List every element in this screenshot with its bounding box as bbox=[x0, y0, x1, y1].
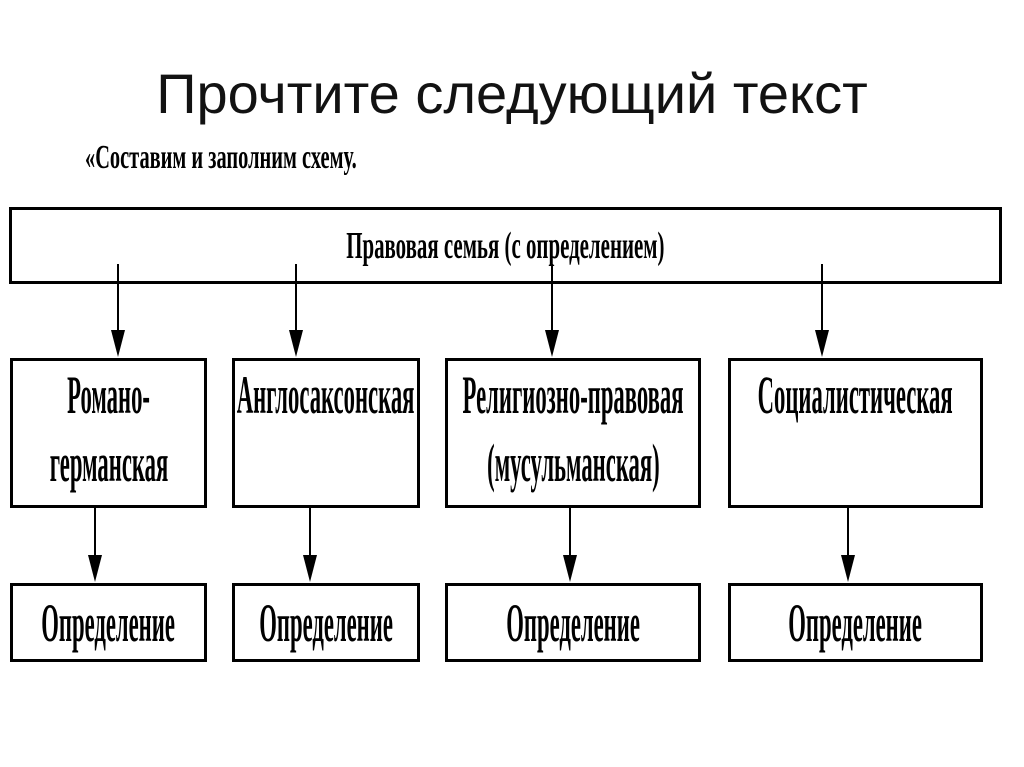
family-label: Англосаксонская bbox=[237, 365, 415, 425]
arrow-head bbox=[289, 330, 303, 357]
definition-box: Определение bbox=[232, 583, 420, 662]
root-box-legal-family: Правовая семья (с определением) bbox=[9, 207, 1002, 284]
arrow-head bbox=[111, 330, 125, 357]
arrow-head bbox=[545, 330, 559, 357]
arrow-shaft bbox=[94, 508, 96, 555]
family-box-line: германская bbox=[13, 429, 204, 497]
arrow-shaft bbox=[847, 508, 849, 555]
definition-label: Определение bbox=[506, 592, 640, 653]
family-box-religious-muslim: Религиозно-правовая (мусульманская) bbox=[445, 358, 701, 508]
family-box-line bbox=[731, 429, 980, 497]
slide-title: Прочтите следующий текст bbox=[156, 62, 868, 125]
family-box-anglo-saxon: Англосаксонская bbox=[232, 358, 420, 508]
slide-subtitle: «Составим и заполним схему. bbox=[85, 138, 538, 178]
connector-arrow-icon bbox=[303, 508, 317, 582]
definition-box: Определение bbox=[728, 583, 983, 662]
arrow-head bbox=[563, 555, 577, 582]
connector-arrow-icon bbox=[841, 508, 855, 582]
family-label: Религиозно-правовая bbox=[462, 365, 684, 425]
arrow-head bbox=[303, 555, 317, 582]
family-label: (мусульманская) bbox=[486, 433, 660, 493]
family-label: Социалистическая bbox=[758, 365, 953, 425]
definition-label: Определение bbox=[259, 592, 393, 653]
definition-box: Определение bbox=[445, 583, 701, 662]
arrow-head bbox=[841, 555, 855, 582]
root-box-label: Правовая семья (с определением) bbox=[346, 224, 665, 267]
connector-arrow-icon bbox=[563, 508, 577, 582]
family-label: германская bbox=[49, 433, 168, 493]
family-box-line: Религиозно-правовая bbox=[448, 361, 698, 429]
arrow-shaft bbox=[569, 508, 571, 555]
subtitle-text: «Составим и заполним схему. bbox=[85, 139, 357, 176]
family-box-line: Англосаксонская bbox=[235, 361, 417, 429]
family-box-line: Романо- bbox=[13, 361, 204, 429]
definition-label: Определение bbox=[788, 592, 923, 653]
family-box-line: (мусульманская) bbox=[448, 429, 698, 497]
arrow-shaft bbox=[309, 508, 311, 555]
definition-label: Определение bbox=[41, 592, 176, 653]
definition-box: Определение bbox=[10, 583, 207, 662]
family-box-socialist: Социалистическая bbox=[728, 358, 983, 508]
family-box-romano-german: Романо- германская bbox=[10, 358, 207, 508]
family-box-line: Социалистическая bbox=[731, 361, 980, 429]
family-box-line bbox=[235, 429, 417, 497]
family-label: Романо- bbox=[67, 365, 150, 425]
arrow-head bbox=[88, 555, 102, 582]
connector-arrow-icon bbox=[88, 508, 102, 582]
arrow-head bbox=[815, 330, 829, 357]
